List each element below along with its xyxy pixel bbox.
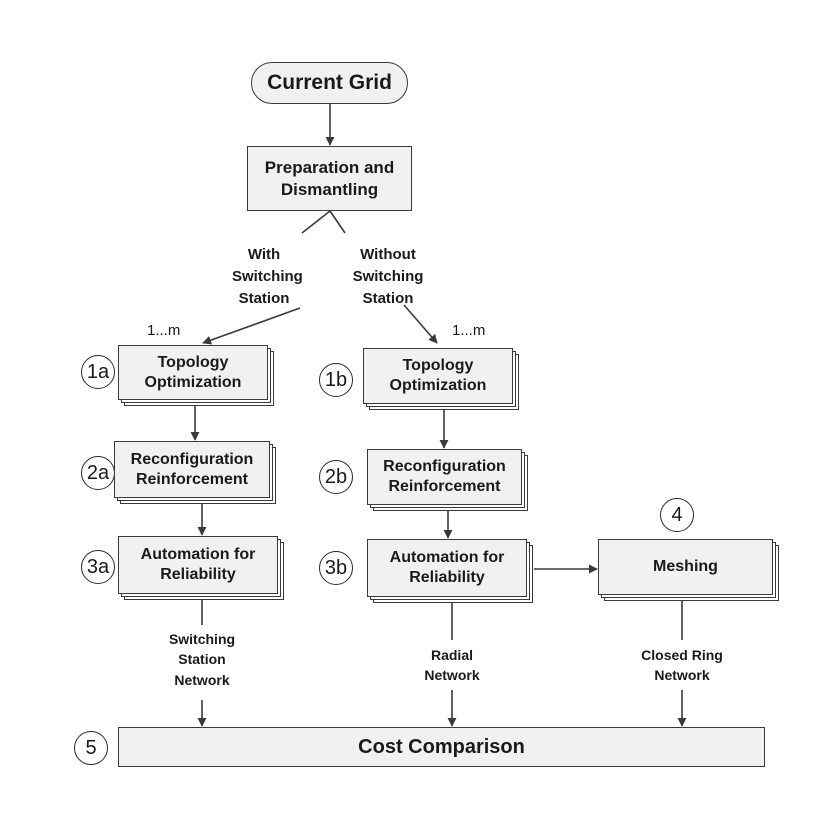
step-marker-4: 4 (660, 498, 694, 532)
meshing-label: Meshing (653, 558, 718, 575)
step-marker-5: 5 (74, 731, 108, 765)
reconfiguration-reinforcement-box-b: Reconfiguration Reinforcement (367, 449, 522, 505)
step-marker-1a: 1a (81, 355, 115, 389)
reconfig-a-line-1: Reconfiguration (130, 450, 254, 468)
meshing-box: Meshing (598, 539, 773, 595)
preparation-dismantling-box: Preparation and Dismantling (247, 146, 412, 211)
reconfiguration-reinforcement-box-a: Reconfiguration Reinforcement (114, 441, 270, 498)
switching-net-line-1: Switching (168, 631, 236, 647)
start-node-label: Current Grid (267, 71, 392, 94)
topology-optimization-box-b: Topology Optimization (363, 348, 513, 404)
arrow-to-topology-a (202, 307, 301, 345)
automation-reliability-box-a: Automation for Reliability (118, 536, 278, 594)
automation-b-line-2: Reliability (409, 569, 485, 586)
automation-a-line-2: Reliability (160, 566, 236, 583)
topology-optimization-box-a: Topology Optimization (118, 345, 268, 400)
switching-net-line-3: Network (174, 671, 230, 688)
prep-line-1: Preparation and (264, 158, 395, 178)
step-marker-1b: 1b (319, 363, 353, 397)
start-node-current-grid: Current Grid (251, 62, 408, 104)
branch-with-line-1: With (247, 246, 281, 263)
reconfig-b-line-2: Reinforcement (388, 478, 501, 495)
automation-a-line-1: Automation for (140, 546, 256, 563)
branch-label-without: Without Switching Station (348, 244, 428, 309)
step-marker-3a: 3a (81, 550, 115, 584)
step-marker-2a: 2a (81, 456, 115, 490)
branch-without-line-3: Station (362, 289, 414, 307)
automation-reliability-box-b: Automation for Reliability (367, 539, 527, 597)
network-label-radial: Radial Network (408, 645, 496, 686)
arrow-to-topology-b (403, 304, 438, 344)
multiplicity-label-a: 1...m (147, 322, 181, 339)
reconfig-b-line-1: Reconfiguration (383, 458, 506, 475)
switching-net-line-2: Station (178, 651, 226, 668)
branch-without-line-1: Without (360, 246, 416, 263)
network-label-switching-station: Switching Station Network (154, 629, 250, 690)
topology-a-line-1: Topology (157, 353, 229, 371)
branch-with-line-3: Station (238, 289, 290, 307)
topology-b-line-1: Topology (402, 357, 474, 374)
network-label-closed-ring: Closed Ring Network (630, 645, 734, 686)
topology-a-line-2: Optimization (144, 373, 242, 391)
line-prep-split-right (329, 210, 346, 234)
branch-with-line-2: Switching (232, 267, 303, 285)
topology-b-line-2: Optimization (389, 377, 487, 394)
step-marker-3b: 3b (319, 551, 353, 585)
branch-label-with: With Switching Station (232, 244, 303, 309)
closed-net-line-1: Closed Ring (641, 647, 723, 663)
radial-net-line-1: Radial (430, 647, 473, 663)
multiplicity-label-b: 1...m (452, 322, 486, 339)
radial-net-line-2: Network (424, 667, 480, 684)
line-prep-split-left (301, 210, 331, 234)
closed-net-line-2: Network (654, 667, 710, 684)
branch-without-line-2: Switching (352, 267, 424, 285)
reconfig-a-line-2: Reinforcement (135, 470, 248, 488)
cost-comparison-box: Cost Comparison (118, 727, 765, 767)
automation-b-line-1: Automation for (389, 549, 505, 566)
cost-comparison-label: Cost Comparison (358, 735, 525, 758)
prep-line-2: Dismantling (280, 179, 379, 199)
step-marker-2b: 2b (319, 460, 353, 494)
